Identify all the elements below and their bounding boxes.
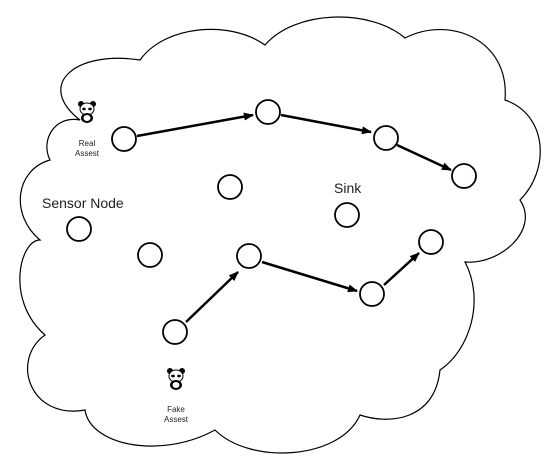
node-real-start [111, 126, 137, 152]
real-asset-label-line2: Assest [75, 149, 100, 158]
edge-fake-3 [383, 252, 420, 286]
node-fake-3 [359, 281, 385, 307]
node-real-3 [373, 125, 399, 151]
edge-fake-2 [261, 260, 358, 293]
node-middle [217, 174, 243, 200]
fake-asset-path [185, 252, 420, 323]
real-asset-path [136, 112, 452, 172]
edge-fake-1 [185, 271, 239, 323]
sensor-nodes [66, 99, 477, 345]
edge-real-2 [280, 113, 372, 135]
fake-asset-label-line1: Fake [167, 405, 185, 414]
edge-real-3 [396, 143, 452, 172]
node-real-2 [255, 99, 281, 125]
node-real-end [451, 163, 477, 189]
sink-label: Sink [334, 180, 362, 196]
network-cloud-boundary [19, 16, 541, 454]
edge-real-1 [136, 112, 254, 138]
node-sensor [66, 216, 92, 242]
node-fake-2 [236, 243, 262, 269]
node-fake-start [162, 319, 188, 345]
real-asset-label-line1: Real [79, 139, 96, 148]
fake-asset-label-line2: Assest [164, 415, 189, 424]
node-left-lower [137, 242, 163, 268]
node-fake-end [418, 229, 444, 255]
node-sink [334, 202, 360, 228]
fake-asset-icon [167, 368, 185, 390]
real-asset-icon [78, 101, 96, 123]
sensor-node-label: Sensor Node [42, 195, 124, 211]
